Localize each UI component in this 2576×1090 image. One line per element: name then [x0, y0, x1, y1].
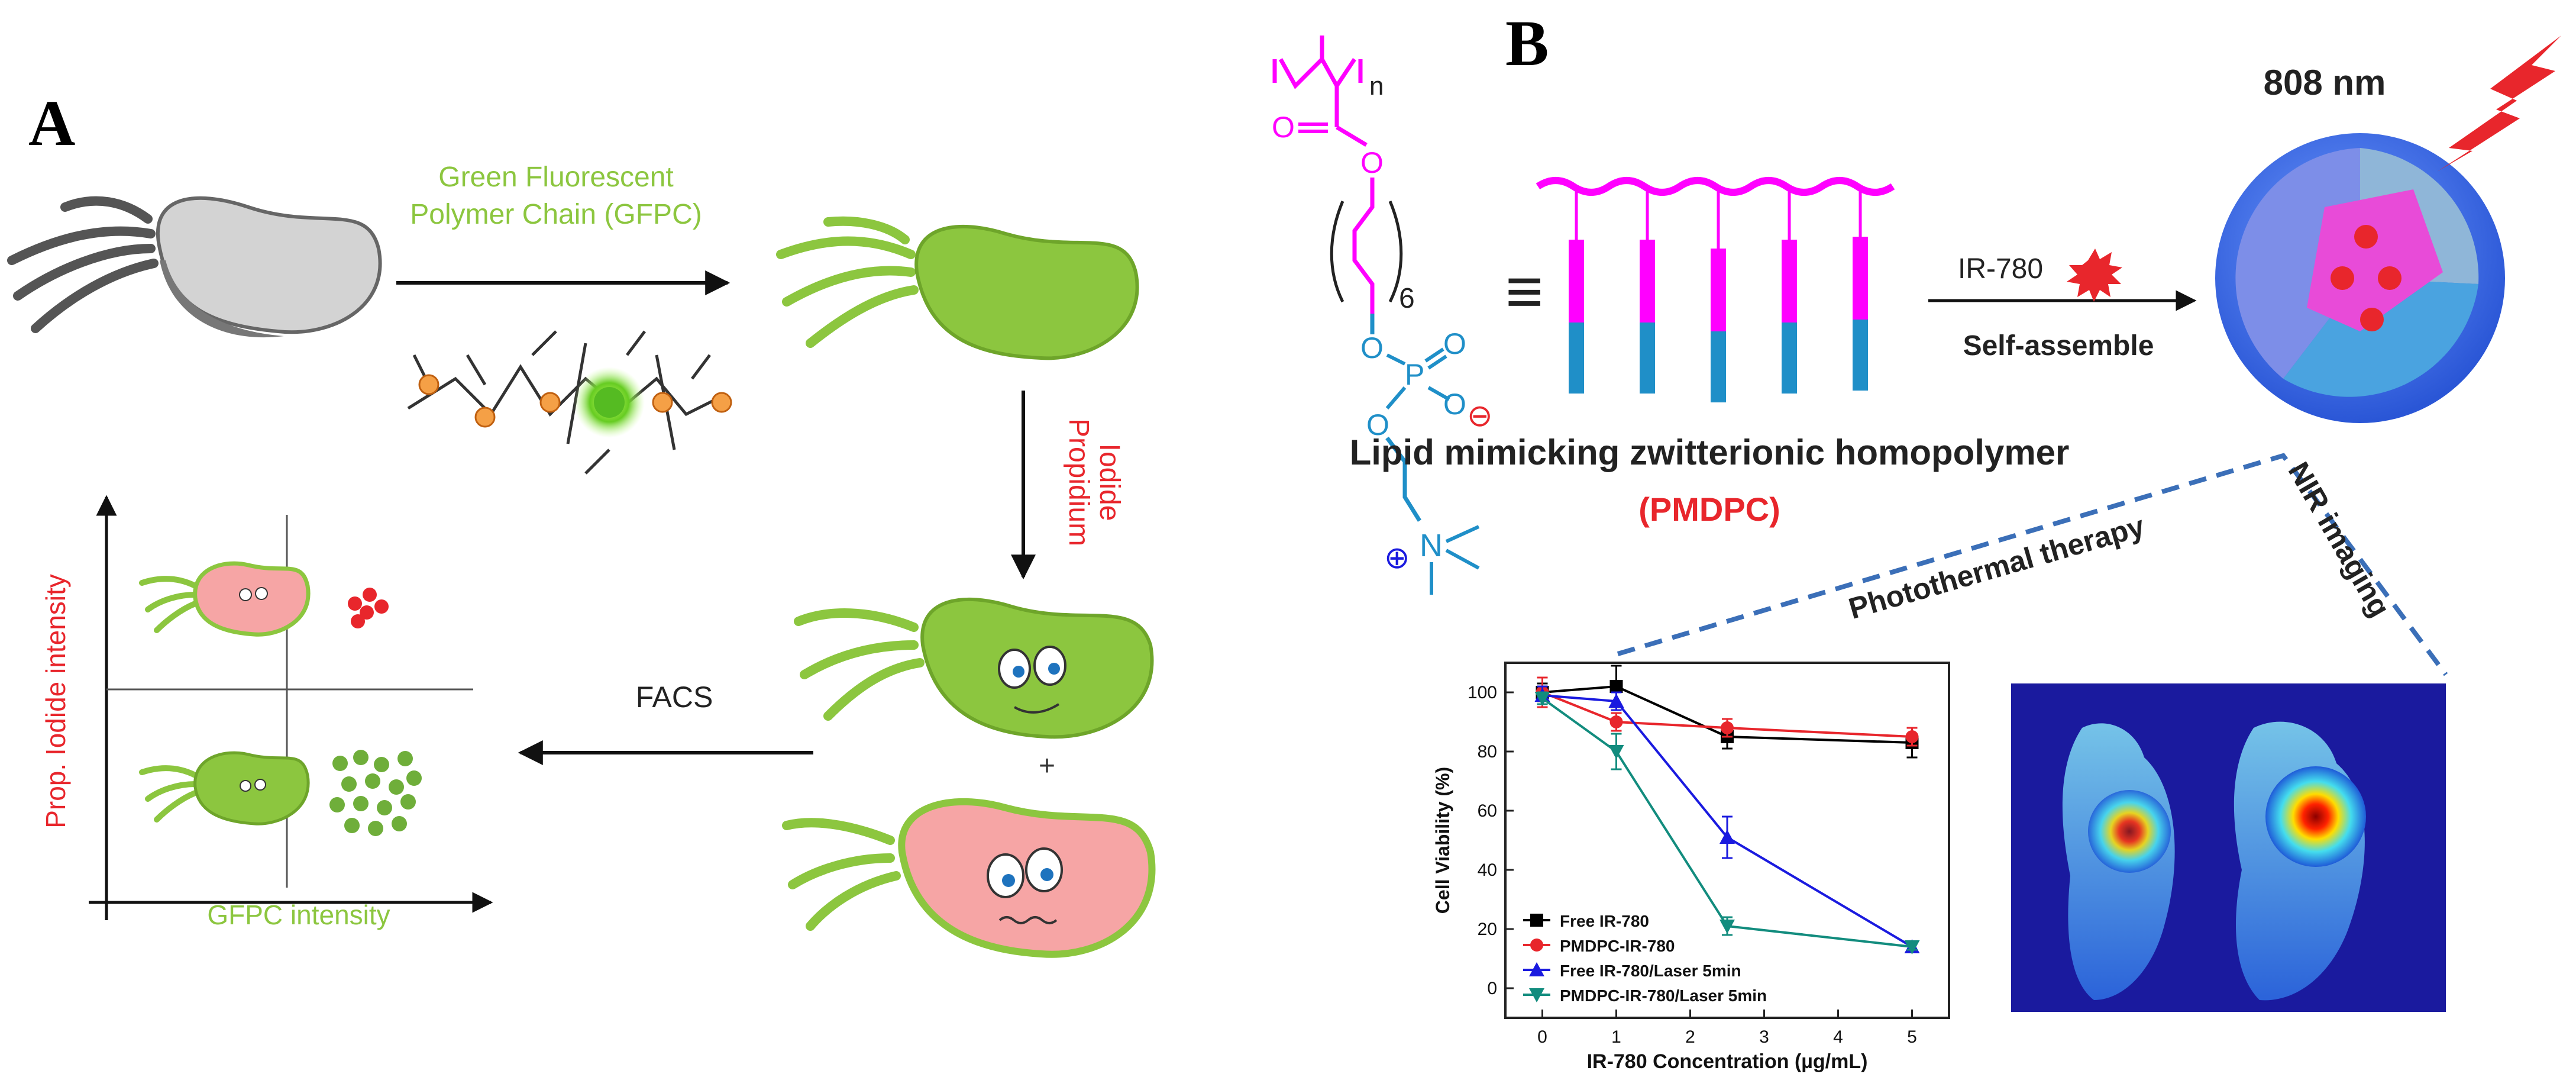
- wavelength-label: 808 nm: [2264, 63, 2386, 102]
- legend-item: PMDPC-IR-780/Laser 5min: [1523, 986, 1767, 1005]
- x-tick-label: 3: [1759, 1027, 1769, 1047]
- ir780-burst-icon: [2067, 249, 2122, 302]
- gfpc-label-line2: Polymer Chain (GFPC): [410, 199, 702, 230]
- gfpc-label-line1: Green Fluorescent: [438, 162, 674, 193]
- x-tick-label: 5: [1907, 1027, 1917, 1047]
- legend-marker: [1529, 988, 1544, 1002]
- chart-frame: [1504, 662, 1950, 1019]
- panel-b: B n O O 6 O P O O ⊖ O: [1272, 7, 2561, 1073]
- panel-b-letter: B: [1505, 7, 1549, 79]
- photothermal-label: Photothermal therapy: [1845, 509, 2148, 625]
- polymer-chain: [407, 330, 732, 475]
- happy-bacterium: [794, 597, 1154, 739]
- y-tick-label: 40: [1478, 860, 1497, 880]
- comb-polymer: [1536, 177, 1895, 402]
- series-line: [1542, 694, 1913, 948]
- x-tick-label: 2: [1685, 1027, 1695, 1047]
- carbonyl-o: O: [1272, 111, 1295, 144]
- equivalence-sign: ≡: [1505, 255, 1543, 328]
- phosphate-o2: O: [1443, 327, 1466, 360]
- lipid-title: Lipid mimicking zwitterionic homopolymer: [1350, 433, 2070, 472]
- data-point: [1721, 721, 1734, 734]
- phosphate-o3: O: [1443, 388, 1466, 421]
- dashed-connector: [1617, 453, 2448, 676]
- y-tick-label: 60: [1478, 801, 1497, 821]
- y-axis-label: Prop. Iodide intensity: [40, 574, 71, 828]
- x-tick-label: 0: [1537, 1027, 1547, 1047]
- legend-label: Free IR-780/Laser 5min: [1560, 962, 1741, 980]
- pmdpc-structure: n O O 6 O P O O ⊖ O N ⊕: [1272, 36, 1493, 595]
- self-assemble-label: Self-assemble: [1963, 330, 2154, 362]
- x-tick-label: 4: [1833, 1027, 1843, 1047]
- ester-o: O: [1360, 146, 1384, 179]
- data-point: [1905, 730, 1919, 743]
- phosphate-o4: O: [1366, 408, 1389, 441]
- sad-bacterium: [782, 798, 1156, 958]
- data-point: [1534, 692, 1550, 706]
- legend-item: PMDPC-IR-780: [1523, 937, 1675, 955]
- plus-charge: ⊕: [1384, 541, 1410, 575]
- x-tick-label: 1: [1611, 1027, 1621, 1047]
- legend-marker: [1530, 914, 1543, 927]
- series-3: [1534, 691, 1920, 954]
- data-point: [1608, 694, 1624, 708]
- legend-label: PMDPC-IR-780/Laser 5min: [1560, 986, 1767, 1005]
- plus-sign: +: [1039, 750, 1055, 782]
- phosphate-o1: O: [1360, 331, 1384, 365]
- nir-imaging-label: NIR imaging: [2282, 456, 2397, 623]
- series-line: [1542, 685, 1912, 744]
- y-tick-label: 20: [1478, 920, 1497, 939]
- six-subscript: 6: [1399, 283, 1415, 314]
- panel-a: A Green Fluorescent Polymer Chain (GFPC): [7, 87, 1156, 958]
- mouse-left: [2062, 723, 2175, 1000]
- panel-a-letter: A: [28, 87, 75, 159]
- legend-label: Free IR-780: [1560, 912, 1649, 930]
- phosphorus: P: [1405, 358, 1424, 391]
- chart-y-axis-label: Cell Viability (%): [1432, 767, 1453, 914]
- data-point: [1904, 940, 1920, 954]
- series-line: [1541, 697, 1912, 948]
- facs-plot: Prop. Iodide intensity GFPC intensity: [40, 495, 493, 930]
- legend-item: Free IR-780: [1523, 912, 1649, 930]
- series-line: [1541, 691, 1912, 738]
- cell-viability-chart: 0 1 2 3 4 5 0 20 40 60 80 100 IR-780 Concentration …: [1432, 662, 1950, 1073]
- legend-label: PMDPC-IR-780: [1560, 937, 1675, 955]
- data-point: [1720, 830, 1735, 844]
- facs-label: FACS: [636, 681, 713, 714]
- minus-charge: ⊖: [1467, 399, 1493, 433]
- data-point: [1609, 680, 1623, 693]
- propidium-label-line2: Iodide: [1094, 444, 1125, 521]
- legend-marker: [1529, 962, 1544, 976]
- series-1: [1536, 676, 1919, 747]
- mouse-right: [2234, 721, 2366, 1001]
- chart-x-axis-label: IR-780 Concentration (µg/mL): [1587, 1050, 1868, 1073]
- x-axis-label: GFPC intensity: [207, 899, 390, 930]
- propidium-label-line1: Propidium: [1063, 418, 1094, 546]
- n-subscript: n: [1369, 72, 1384, 101]
- nitrogen: N: [1420, 528, 1443, 563]
- y-tick-label: 0: [1487, 979, 1497, 998]
- grey-bacterium: [7, 196, 382, 338]
- green-bacterium-labeled: [776, 216, 1139, 360]
- nanoparticle-sphere: [2215, 133, 2505, 423]
- y-tick-label: 100: [1468, 683, 1497, 702]
- nir-mouse-image: [2011, 683, 2446, 1012]
- pmdpc-label: (PMDPC): [1638, 491, 1780, 528]
- y-tick-label: 80: [1478, 742, 1497, 762]
- ir780-label: IR-780: [1958, 253, 2043, 285]
- legend-marker: [1530, 939, 1543, 952]
- data-point: [1609, 715, 1623, 728]
- legend-item: Free IR-780/Laser 5min: [1523, 962, 1741, 980]
- data-point: [1608, 745, 1624, 759]
- data-point: [1720, 920, 1735, 934]
- laser-bolt-icon: [2437, 36, 2561, 172]
